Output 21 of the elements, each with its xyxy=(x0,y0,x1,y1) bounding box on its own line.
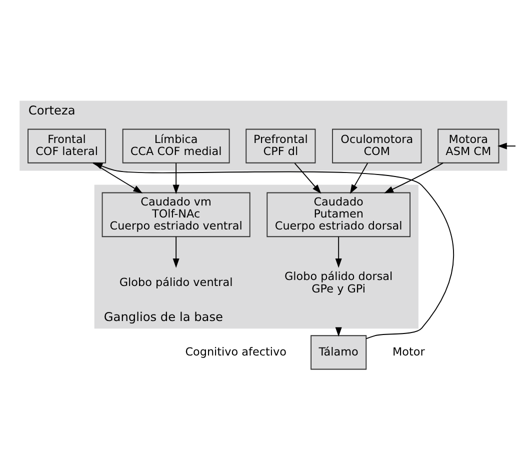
node-box: Caudado vm TOlf-NAc Cuerpo estriado ventral xyxy=(102,192,250,237)
arrow xyxy=(172,236,180,268)
node-box: Prefrontal CPF dl xyxy=(246,128,316,163)
node-text: Globo pálido ventral xyxy=(119,276,233,289)
label: Cognitivo afectivo xyxy=(185,344,286,358)
node-box: Tálamo xyxy=(310,334,367,370)
node-text: Globo pálido dorsal GPe y GPi xyxy=(284,270,393,295)
arrow xyxy=(498,142,516,149)
arrow xyxy=(172,162,180,194)
arrow xyxy=(93,162,454,339)
node-box: Oculomotora COM xyxy=(332,128,422,163)
node-box: Frontal COF lateral xyxy=(28,128,106,163)
node-box: Límbica CCA COF medial xyxy=(122,128,230,163)
arrow xyxy=(294,162,322,194)
arrow xyxy=(92,162,143,193)
node-box: Motora ASM CM xyxy=(438,128,500,163)
arrow xyxy=(335,236,342,268)
label: Motor xyxy=(392,344,425,358)
arrow xyxy=(384,162,444,193)
arrow xyxy=(350,162,368,194)
node-box: Caudado Putamen Cuerpo estriado dorsal xyxy=(266,192,410,237)
